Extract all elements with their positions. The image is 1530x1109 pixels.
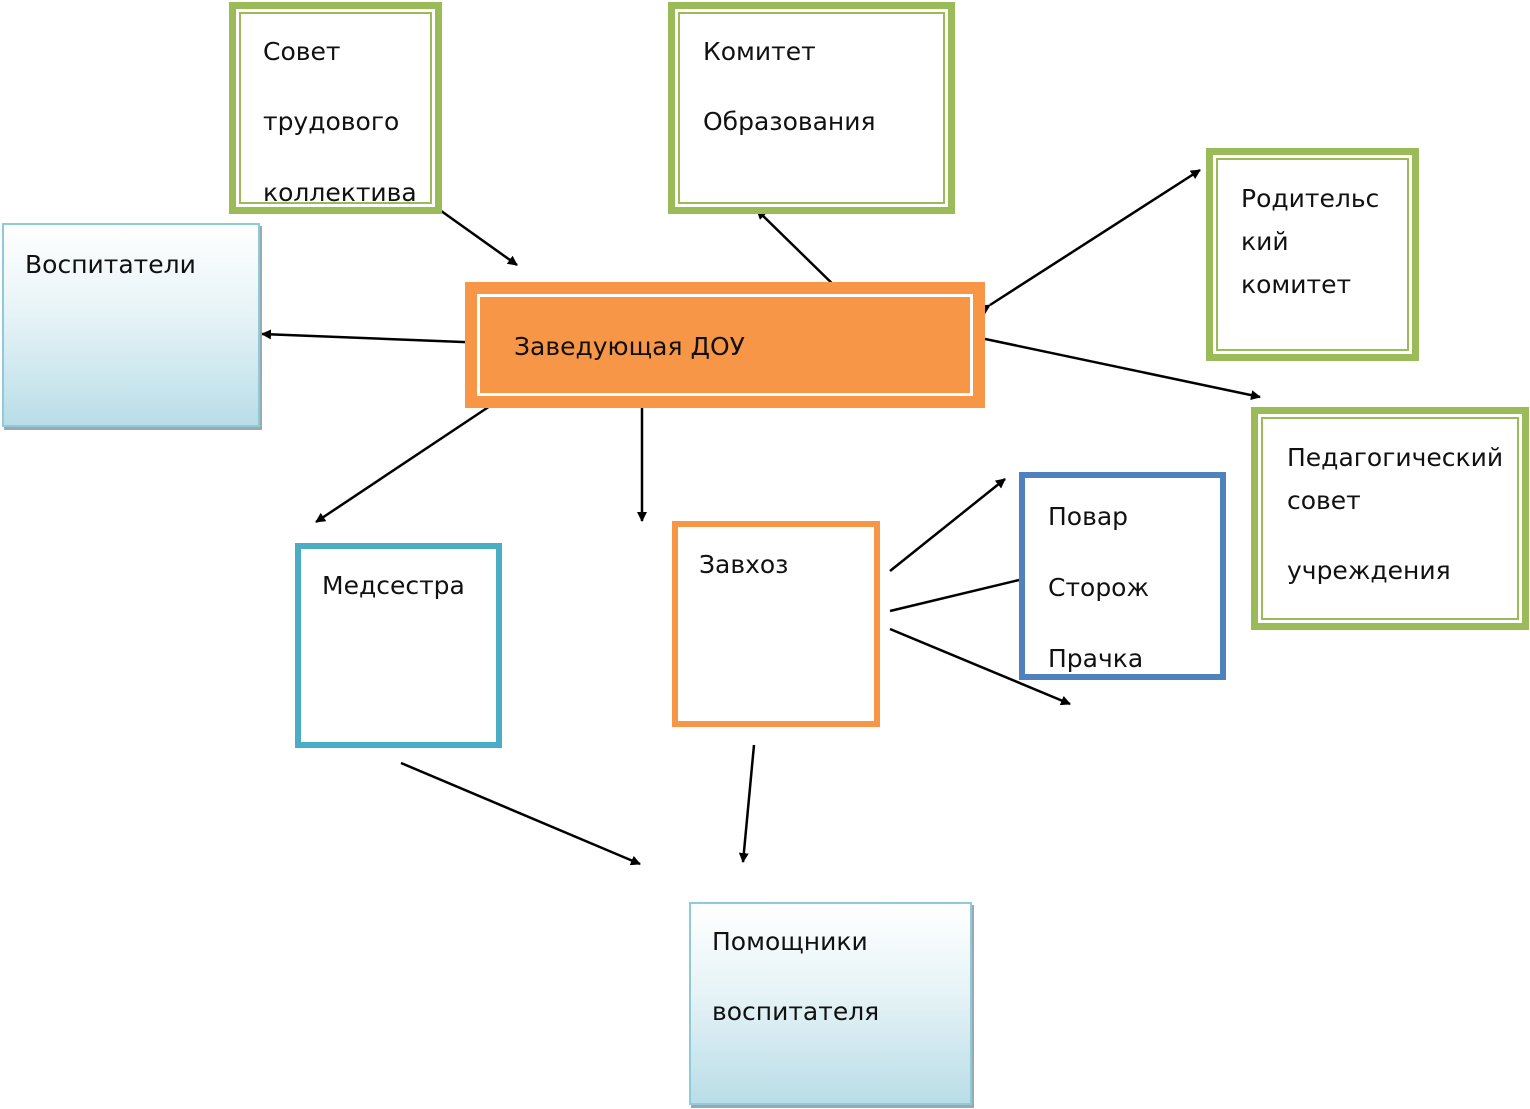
node-sovet-line-3: коллектива xyxy=(263,178,417,207)
arrow-zaveduyushchaya-to-vospitateli xyxy=(261,329,489,345)
node-inner-border xyxy=(678,12,945,204)
node-pedsovet-line-1: Педагогический xyxy=(1287,443,1504,472)
node-zaveduyushchaya-label: Заведующая ДОУ xyxy=(514,332,745,361)
node-medsestra-label: Медсестра xyxy=(322,571,465,600)
node-sovet-trudovogo-kollektiva xyxy=(229,2,442,214)
node-inner-border xyxy=(1216,158,1409,351)
node-staff-storozh: Сторож xyxy=(1048,573,1150,602)
node-sovet-line-1: Совет xyxy=(263,37,341,66)
arrow-zaveduyushchaya-to-pedsovet xyxy=(970,334,1261,401)
line-zavkhoz-to-storozh xyxy=(889,578,1020,613)
node-zavkhoz-label: Завхоз xyxy=(699,550,789,579)
node-pomoshchniki-line-1: Помощники xyxy=(712,927,868,956)
node-inner-border xyxy=(477,294,973,396)
node-medsestra xyxy=(295,543,502,748)
arrow-medsestra-to-pomoshchniki xyxy=(400,761,641,866)
node-pedagogicheskiy-sovet xyxy=(1251,407,1529,630)
arrow-zaveduyushchaya-roditelskiy-bidirectional xyxy=(979,168,1201,315)
node-pomoshchniki-line-2: воспитателя xyxy=(712,997,880,1026)
arrow-zaveduyushchaya-to-medsestra xyxy=(315,396,503,524)
node-vospitateli xyxy=(2,223,260,427)
arrow-zavkhoz-to-pomoshchniki xyxy=(738,744,756,863)
arrow-zavkhoz-to-povar xyxy=(889,478,1006,572)
node-inner-border xyxy=(1261,417,1519,620)
node-roditelskiy-komitet xyxy=(1206,148,1419,361)
node-pomoshchniki-vospitatelya xyxy=(689,902,972,1105)
node-zaveduyushchaya-dou xyxy=(465,282,985,408)
node-komitet-line-2: Образования xyxy=(703,107,876,136)
node-roditelskiy-line-3: комитет xyxy=(1241,270,1352,299)
node-pedsovet-line-2: совет xyxy=(1287,486,1361,515)
node-zavkhoz xyxy=(672,521,880,727)
node-inner-border xyxy=(239,12,432,204)
node-roditelskiy-line-1: Родительс xyxy=(1241,184,1380,213)
node-sovet-line-2: трудового xyxy=(263,107,400,136)
node-roditelskiy-line-2: кий xyxy=(1241,227,1289,256)
node-komitet-line-1: Комитет xyxy=(703,37,816,66)
arrow-zavkhoz-to-prachka xyxy=(889,627,1071,706)
node-pedsovet-line-3: учреждения xyxy=(1287,556,1451,585)
node-vospitateli-label: Воспитатели xyxy=(25,250,196,279)
node-staff-povar: Повар xyxy=(1048,502,1129,531)
node-komitet-obrazovaniya xyxy=(668,2,955,214)
node-service-staff xyxy=(1019,472,1226,680)
arrow-sovet-to-zaveduyushchaya xyxy=(436,206,518,267)
node-staff-prachka: Прачка xyxy=(1048,644,1144,673)
